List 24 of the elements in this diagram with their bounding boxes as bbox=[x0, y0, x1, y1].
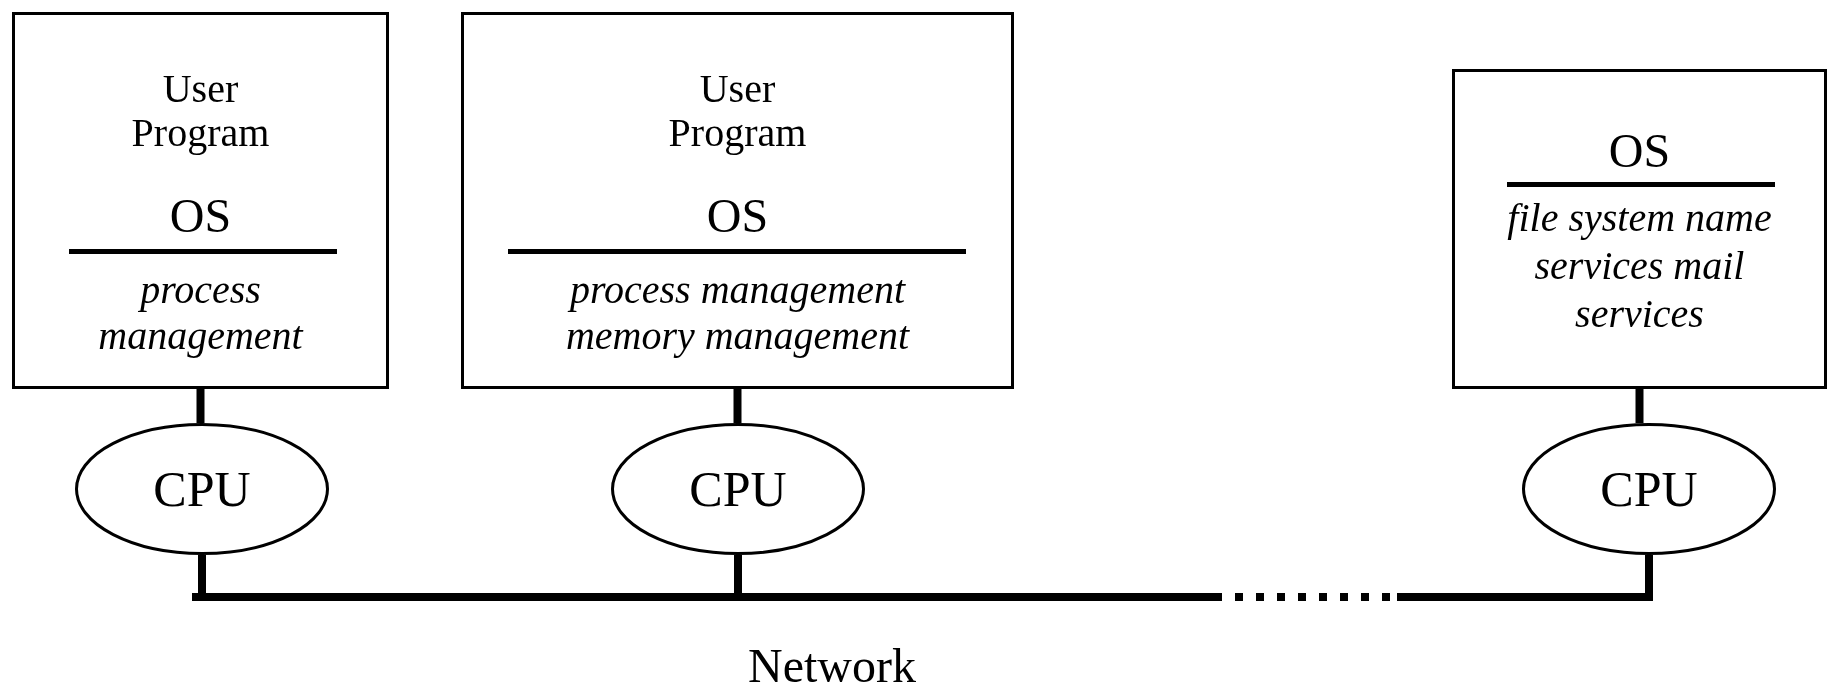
program-label: User Program bbox=[667, 67, 808, 155]
process-box bbox=[12, 12, 389, 389]
network-label: Network bbox=[747, 638, 917, 690]
cpu-ellipse bbox=[1522, 423, 1776, 555]
connector-line bbox=[1635, 389, 1644, 423]
cpu-ellipse bbox=[75, 423, 329, 555]
connector-line bbox=[733, 389, 742, 423]
cpu-label: CPU bbox=[153, 460, 251, 518]
os-label: OS bbox=[168, 189, 233, 243]
program-label: User Program bbox=[130, 67, 271, 155]
connector-line bbox=[1645, 555, 1653, 593]
connector-line bbox=[198, 555, 206, 593]
service-list: file system name services mail services bbox=[1504, 194, 1775, 338]
cpu-label: CPU bbox=[1600, 460, 1698, 518]
process-box bbox=[1452, 69, 1827, 389]
cpu-label: CPU bbox=[689, 460, 787, 518]
service-list: process management bbox=[70, 267, 331, 359]
connector-line bbox=[734, 555, 742, 593]
process-box bbox=[461, 12, 1014, 389]
os-label: OS bbox=[705, 189, 770, 243]
connector-line bbox=[196, 389, 205, 423]
os-label: OS bbox=[1607, 124, 1672, 178]
cpu-ellipse bbox=[611, 423, 865, 555]
service-list: process management memory management bbox=[517, 267, 958, 359]
